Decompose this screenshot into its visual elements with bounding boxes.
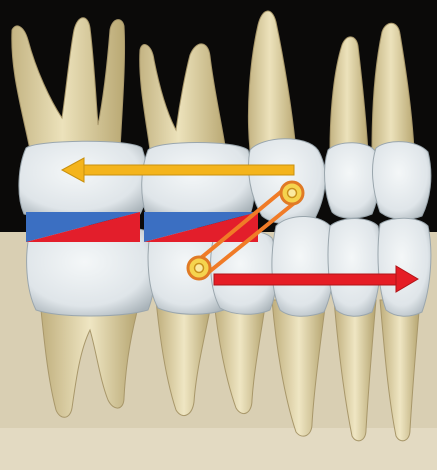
upper-central-crown <box>373 142 431 220</box>
lower-canine-crown <box>272 216 335 316</box>
upper-lateral-crown <box>325 143 380 219</box>
yellow-arrow-shaft <box>80 165 294 175</box>
lower-hook-inner-icon <box>195 264 204 273</box>
lower-lateral-crown <box>328 219 381 317</box>
upper-premolar-crown <box>142 143 255 219</box>
upper-hook-inner-icon <box>288 189 297 198</box>
red-arrow-shaft <box>214 274 400 285</box>
lower-central-crown <box>378 218 431 316</box>
upper-crowns <box>19 139 431 224</box>
background-bottom-band <box>0 428 437 470</box>
